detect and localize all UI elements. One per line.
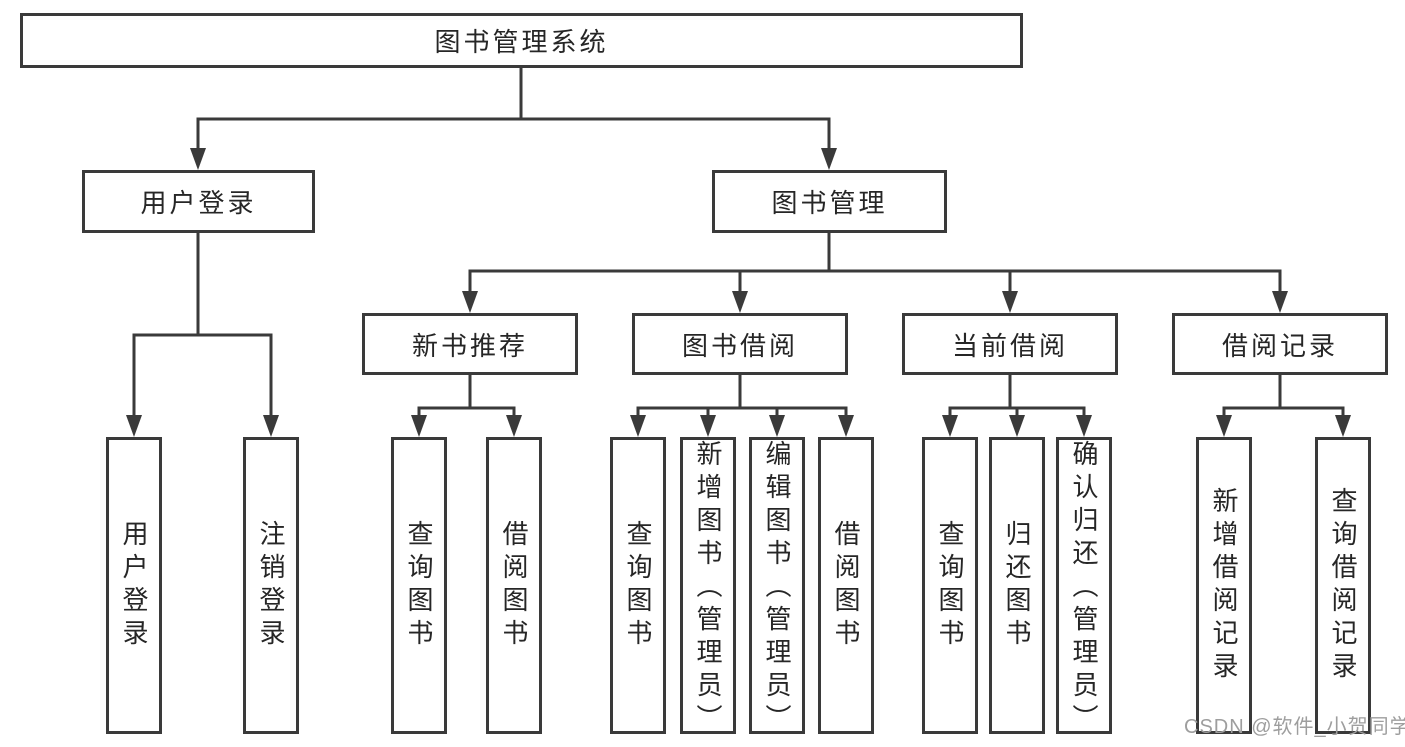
connector-new-book-recommend-children bbox=[411, 373, 522, 437]
arrowhead-icon bbox=[1076, 415, 1092, 437]
arrowhead-icon bbox=[506, 415, 522, 437]
node-current-borrow: 当前借阅 bbox=[902, 313, 1118, 375]
leaf-add-book-admin: 新增图书（管理员） bbox=[680, 437, 736, 737]
node-book-management: 图书管理 bbox=[712, 170, 947, 233]
connector-user-login-children bbox=[126, 231, 279, 437]
arrowhead-icon bbox=[732, 291, 748, 313]
node-user-login: 用户登录 bbox=[82, 170, 315, 233]
leaf-query-books-recommend: 查询图书 bbox=[391, 437, 447, 734]
arrowhead-icon bbox=[838, 415, 854, 437]
leaf-user-login: 用户登录 bbox=[106, 437, 162, 734]
connector-borrow-records-children bbox=[1216, 373, 1351, 437]
connector-book-borrow-children bbox=[630, 373, 854, 437]
arrowhead-icon bbox=[462, 291, 478, 313]
node-borrow-records: 借阅记录 bbox=[1172, 313, 1388, 375]
arrowhead-icon bbox=[263, 415, 279, 437]
arrowhead-icon bbox=[630, 415, 646, 437]
arrowhead-icon bbox=[411, 415, 427, 437]
leaf-logout: 注销登录 bbox=[243, 437, 299, 734]
csdn-watermark: CSDN @软件_小贺同学 bbox=[1184, 716, 1405, 738]
arrowhead-icon bbox=[1216, 415, 1232, 437]
arrowhead-icon bbox=[769, 415, 785, 437]
leaf-borrow-books-recommend: 借阅图书 bbox=[486, 437, 542, 734]
leaf-query-books-current: 查询图书 bbox=[922, 437, 978, 734]
connector-book-mgmt-to-level3 bbox=[462, 231, 1288, 313]
leaf-edit-book-admin: 编辑图书（管理员） bbox=[749, 437, 805, 737]
arrowhead-icon bbox=[1009, 415, 1025, 437]
leaf-borrow-books: 借阅图书 bbox=[818, 437, 874, 734]
arrowhead-icon bbox=[1002, 291, 1018, 313]
arrowhead-icon bbox=[126, 415, 142, 437]
connector-root-to-level2 bbox=[190, 66, 837, 170]
arrowhead-icon bbox=[821, 148, 837, 170]
node-root: 图书管理系统 bbox=[20, 13, 1023, 68]
leaf-add-borrow-record: 新增借阅记录 bbox=[1196, 437, 1252, 734]
node-new-book-recommend: 新书推荐 bbox=[362, 313, 578, 375]
connector-current-borrow-children bbox=[942, 373, 1092, 437]
leaf-confirm-return-admin: 确认归还（管理员） bbox=[1056, 437, 1112, 737]
arrowhead-icon bbox=[1272, 291, 1288, 313]
arrowhead-icon bbox=[700, 415, 716, 437]
arrowhead-icon bbox=[1335, 415, 1351, 437]
leaf-query-books-borrow: 查询图书 bbox=[610, 437, 666, 734]
arrowhead-icon bbox=[942, 415, 958, 437]
leaf-return-book: 归还图书 bbox=[989, 437, 1045, 734]
leaf-query-borrow-record: 查询借阅记录 bbox=[1315, 437, 1371, 734]
node-book-borrow: 图书借阅 bbox=[632, 313, 848, 375]
arrowhead-icon bbox=[190, 148, 206, 170]
